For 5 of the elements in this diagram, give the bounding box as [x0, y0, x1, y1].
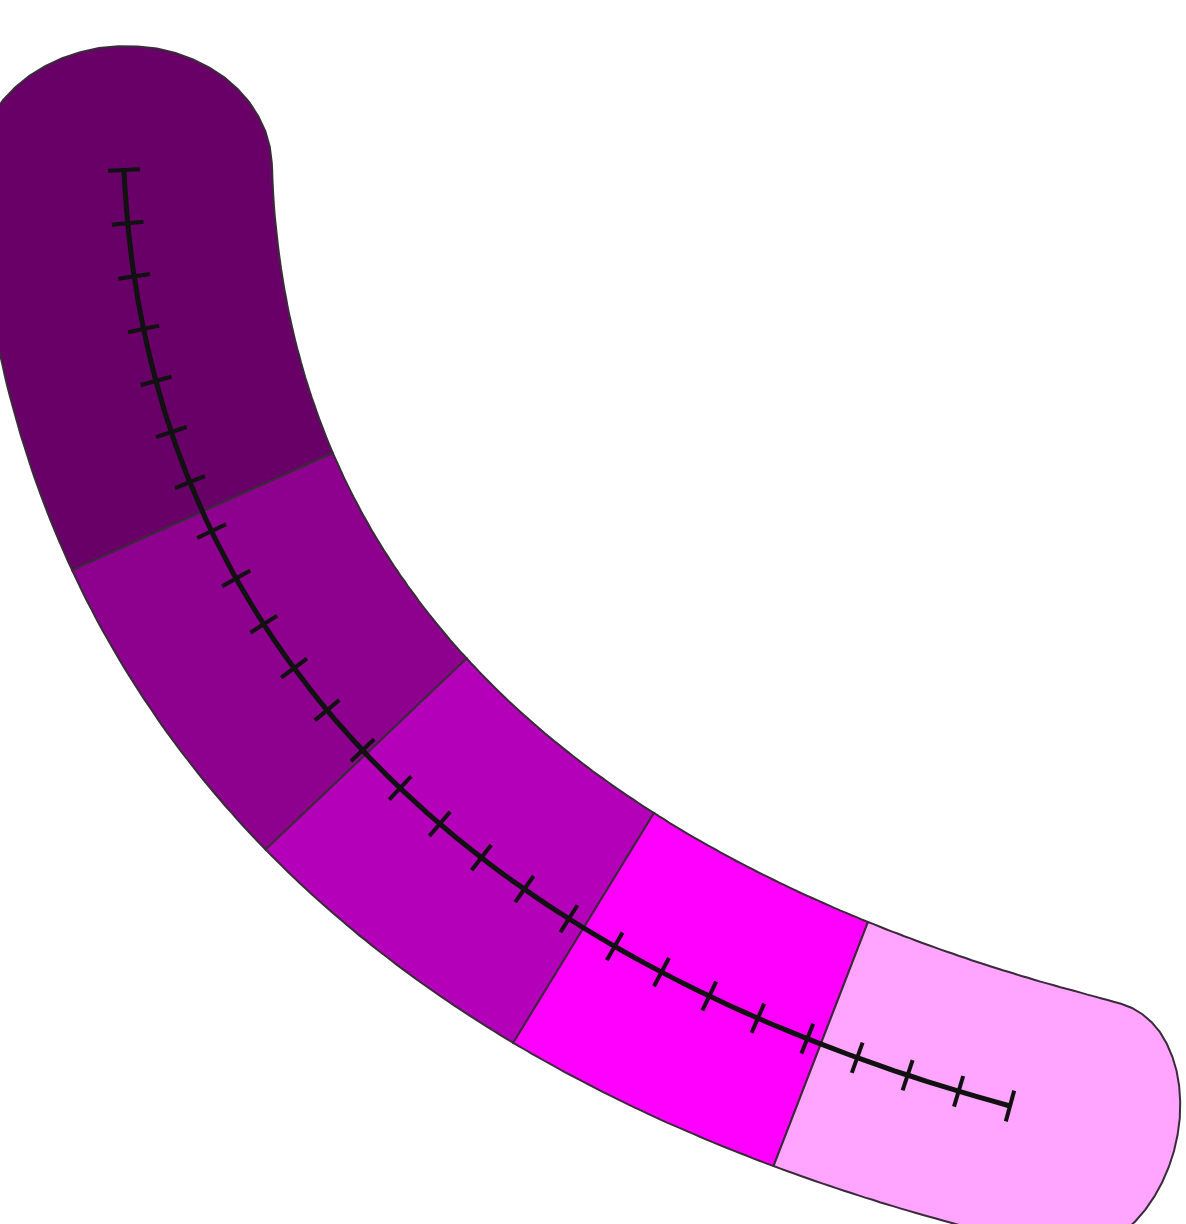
band-segment	[511, 811, 870, 1168]
band-segment	[264, 656, 656, 1045]
band-segment	[772, 920, 1182, 1224]
band-segment	[0, 45, 335, 572]
band-segment	[70, 451, 469, 851]
